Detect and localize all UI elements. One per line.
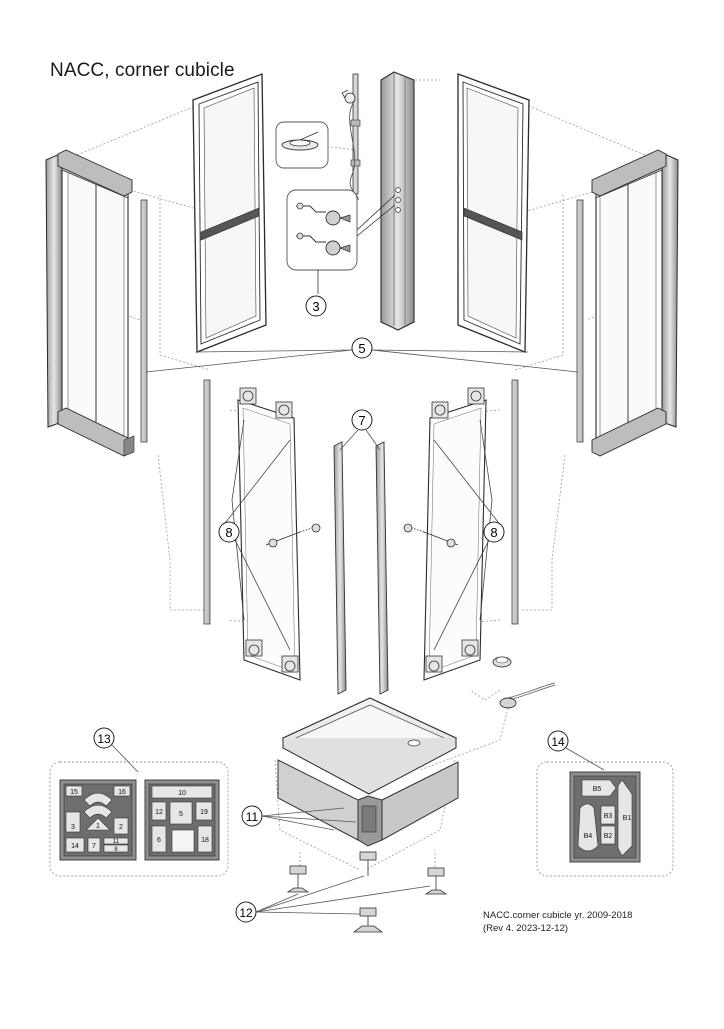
- kit14-label-B5: B5: [593, 786, 602, 793]
- right-door-seal-strip: [511, 379, 519, 625]
- callout-11: 11: [241, 805, 357, 831]
- kit14-label-B1: B1: [623, 815, 632, 822]
- kit13-label-7: 7: [92, 843, 96, 850]
- callout-8-right-label: 8: [490, 525, 497, 540]
- kit13-label-5: 5: [179, 811, 183, 818]
- callout-3-label: 3: [312, 299, 319, 314]
- kit13-label-19: 19: [200, 809, 208, 816]
- mixer-valve-detail-box: [286, 189, 396, 294]
- revision-line-model: NACC.corner cubicle yr. 2009-2018: [483, 910, 633, 921]
- kit13-label-1: 1: [96, 823, 100, 830]
- callout-7: 7: [351, 409, 373, 431]
- page-title: NACC, corner cubicle: [50, 60, 235, 81]
- right-upper-panel: [457, 73, 530, 353]
- kit13-label-3: 3: [71, 824, 75, 831]
- callout-11-label: 11: [246, 810, 259, 824]
- kit13-label-8: 8: [114, 847, 118, 853]
- tray-front-apron: [277, 759, 459, 847]
- callout-12: 12: [235, 875, 431, 923]
- kit14-label-B3: B3: [604, 813, 613, 820]
- left-outer-fixed-panel: [45, 149, 135, 457]
- right-outer-fixed-panel: [591, 149, 679, 457]
- left-wall-seal-strip: [140, 199, 148, 443]
- left-sliding-door: [225, 387, 321, 681]
- kit13-label-16: 16: [118, 789, 126, 796]
- drain-waste-parts: [492, 656, 556, 709]
- shower-head-detail-box: [275, 121, 329, 169]
- callout-8-left-label: 8: [225, 525, 232, 540]
- callout-5-label: 5: [358, 341, 365, 356]
- kit14-label-B2: B2: [604, 833, 613, 840]
- callout-3: 3: [305, 295, 327, 317]
- right-sliding-door: [403, 387, 499, 681]
- callout-7-label: 7: [358, 413, 365, 428]
- corner-column: [380, 71, 415, 331]
- callout-8-left: 8: [218, 521, 240, 543]
- shower-tray: [281, 697, 458, 795]
- revision-note: NACC.corner cubicle yr. 2009-2018 (Rev 4…: [483, 909, 632, 935]
- kit13-label-6: 6: [157, 837, 161, 844]
- adjustable-feet: [286, 851, 448, 933]
- kit-14-box: 14 B5 B3 B2 B1 B4: [536, 730, 674, 877]
- callout-5: 5: [145, 337, 579, 373]
- callout-8-right: 8: [483, 521, 505, 543]
- callout-13-label: 13: [97, 732, 111, 746]
- kit13-label-11: 11: [113, 839, 120, 845]
- right-wall-seal-strip: [576, 199, 584, 443]
- corner-profile-pair: [333, 429, 389, 695]
- left-upper-panel: [192, 73, 267, 353]
- kit14-label-B4: B4: [584, 833, 593, 840]
- kit13-label-18: 18: [201, 837, 209, 844]
- kit13-label-12: 12: [155, 809, 163, 816]
- left-door-seal-strip: [203, 379, 211, 625]
- callout-14-label: 14: [551, 735, 565, 749]
- kit13-label-15: 15: [70, 789, 78, 796]
- revision-line-date: (Rev 4. 2023-12-12): [483, 923, 569, 934]
- kit13-label-14: 14: [71, 843, 79, 850]
- kit-13-box: 13 15 16 3 1 2 14 7 11 8: [49, 727, 229, 877]
- assembly-guide-lines: [69, 79, 653, 875]
- kit13-label-10: 10: [178, 790, 186, 797]
- kit13-label-2: 2: [119, 824, 123, 831]
- shower-riser-rail: [341, 73, 361, 201]
- callout-12-label: 12: [239, 906, 253, 920]
